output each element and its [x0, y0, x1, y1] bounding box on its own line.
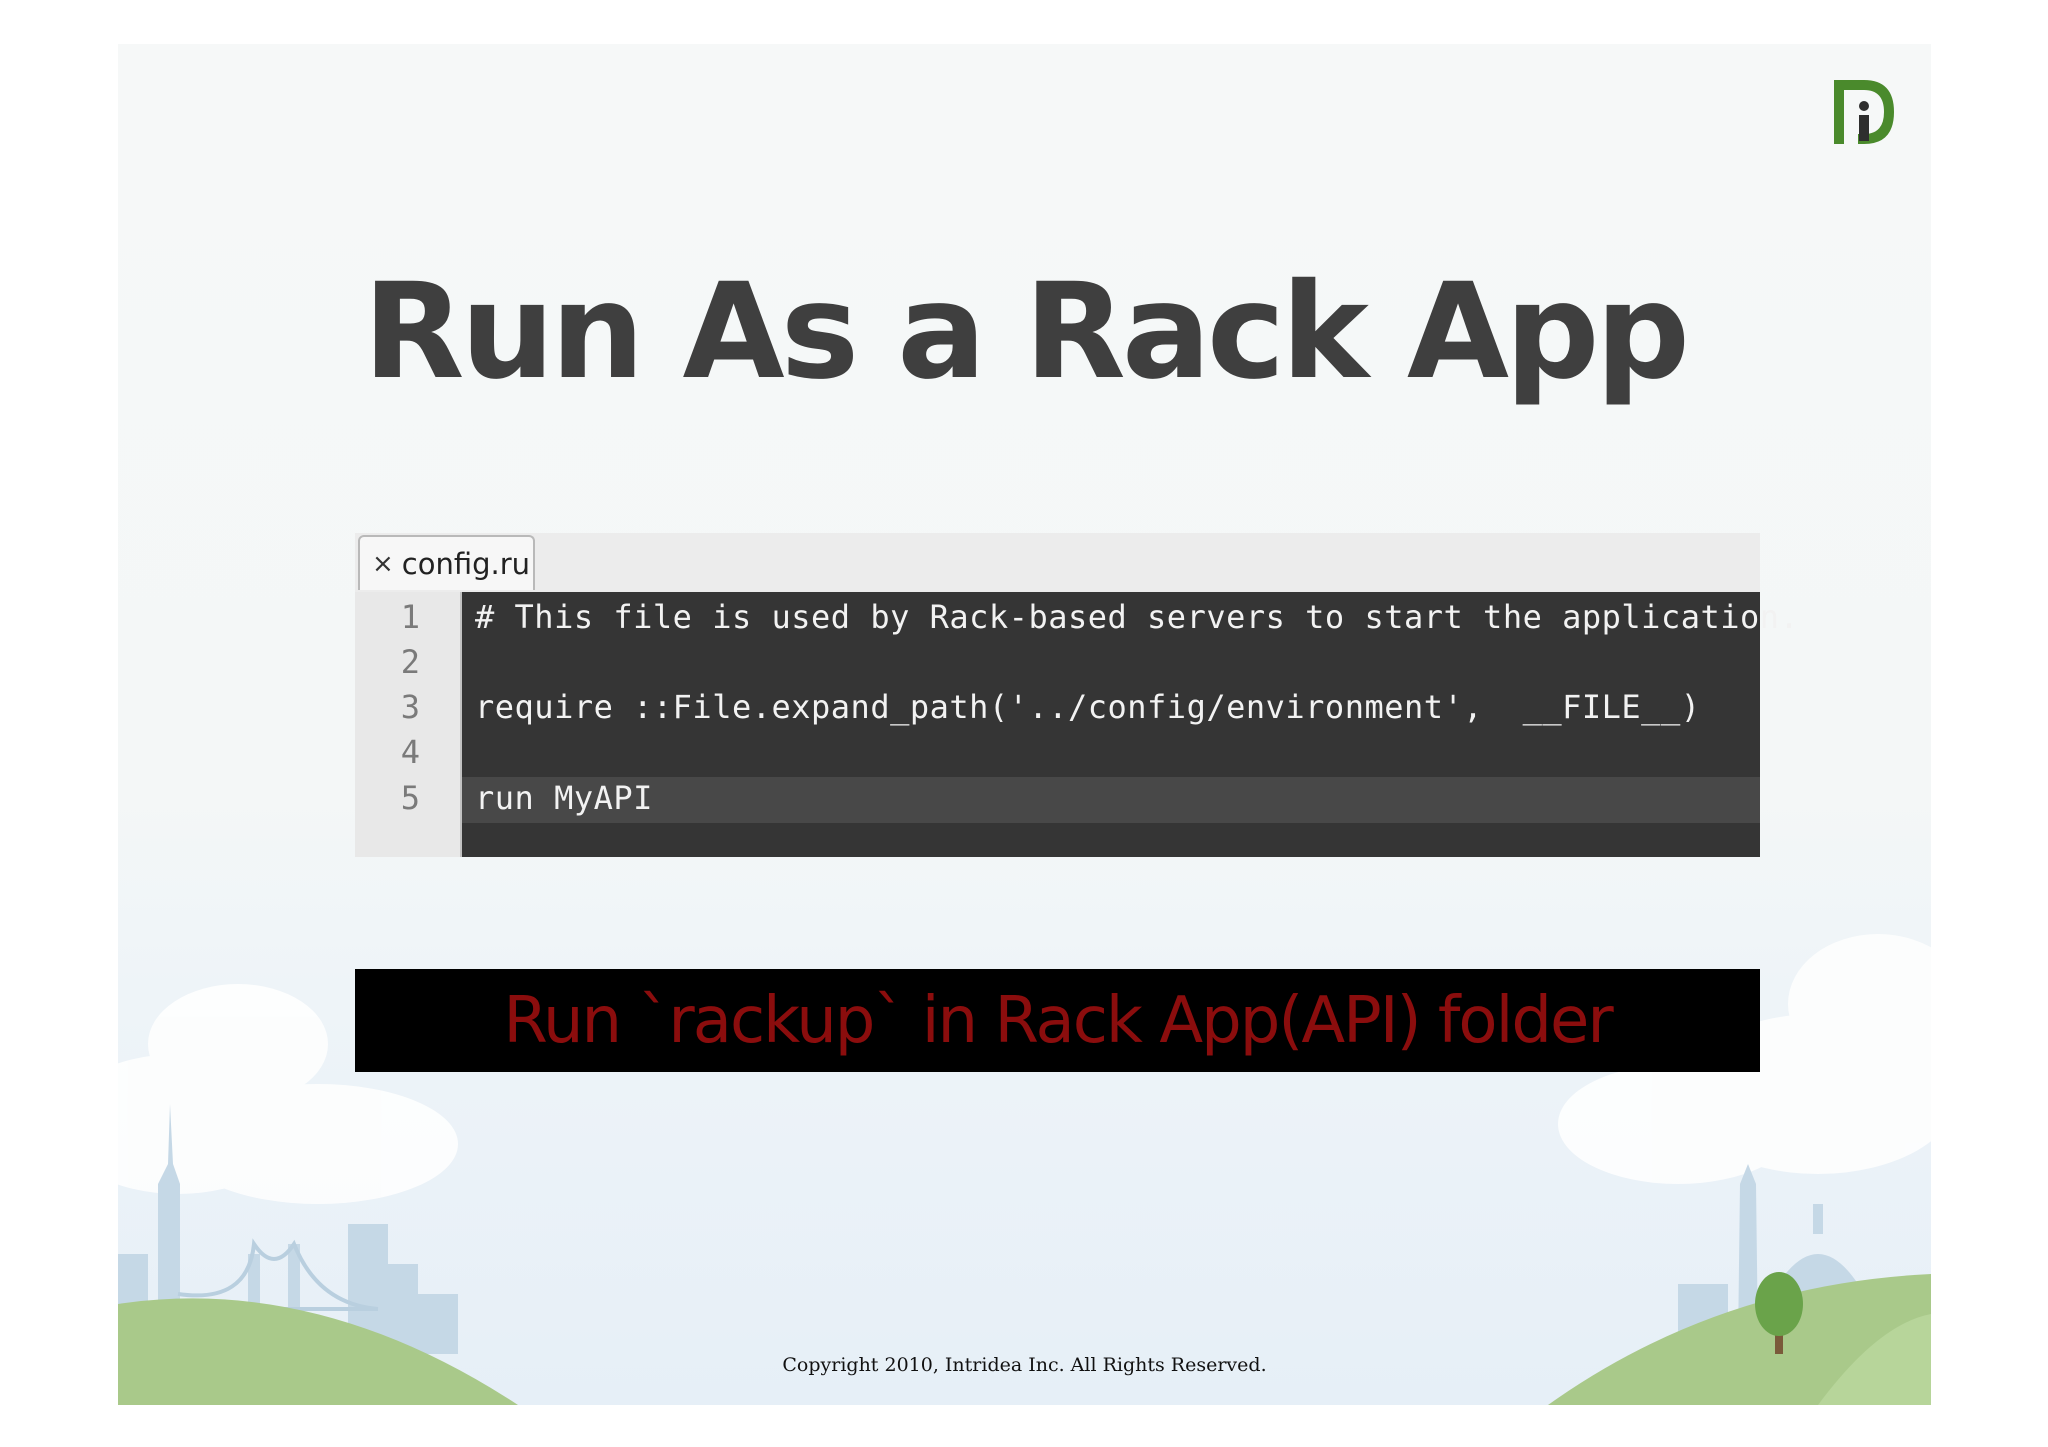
- right-hill-front: [1818, 1314, 1931, 1405]
- current-line-highlight: [462, 777, 1760, 823]
- right-hill: [1548, 1274, 1931, 1405]
- line-number: 1: [400, 598, 420, 636]
- line-number-gutter: 1 2 3 4 5: [355, 592, 462, 857]
- callout-banner: Run `rackup` in Rack App(API) folder: [355, 969, 1760, 1072]
- line-number: 3: [400, 688, 420, 726]
- tab-config-ru[interactable]: × config.ru: [358, 535, 535, 590]
- code-line: run MyAPI: [475, 779, 653, 817]
- copyright-footer: Copyright 2010, Intridea Inc. All Rights…: [782, 1354, 1267, 1376]
- slide-title: Run As a Rack App: [362, 255, 1690, 409]
- slide: Run As a Rack App × config.ru 1 2 3 4 5 …: [118, 44, 1931, 1405]
- code-line: require ::File.expand_path('../config/en…: [475, 688, 1701, 726]
- code-area[interactable]: 1 2 3 4 5 # This file is used by Rack-ba…: [355, 592, 1799, 857]
- tree: [1755, 1272, 1803, 1354]
- callout-text: Run `rackup` in Rack App(API) folder: [503, 983, 1613, 1058]
- close-icon[interactable]: ×: [372, 548, 394, 579]
- tab-label: config.ru: [401, 546, 531, 581]
- code-line: # This file is used by Rack-based server…: [475, 598, 1800, 636]
- code-editor: × config.ru 1 2 3 4 5 # This file is use…: [355, 533, 1799, 857]
- line-number: 4: [400, 733, 420, 771]
- left-hill: [118, 1298, 518, 1405]
- line-number: 5: [400, 779, 420, 817]
- line-number: 2: [400, 643, 420, 681]
- editor-tab-bar: × config.ru: [355, 533, 1760, 592]
- intridea-logo: [1834, 80, 1894, 144]
